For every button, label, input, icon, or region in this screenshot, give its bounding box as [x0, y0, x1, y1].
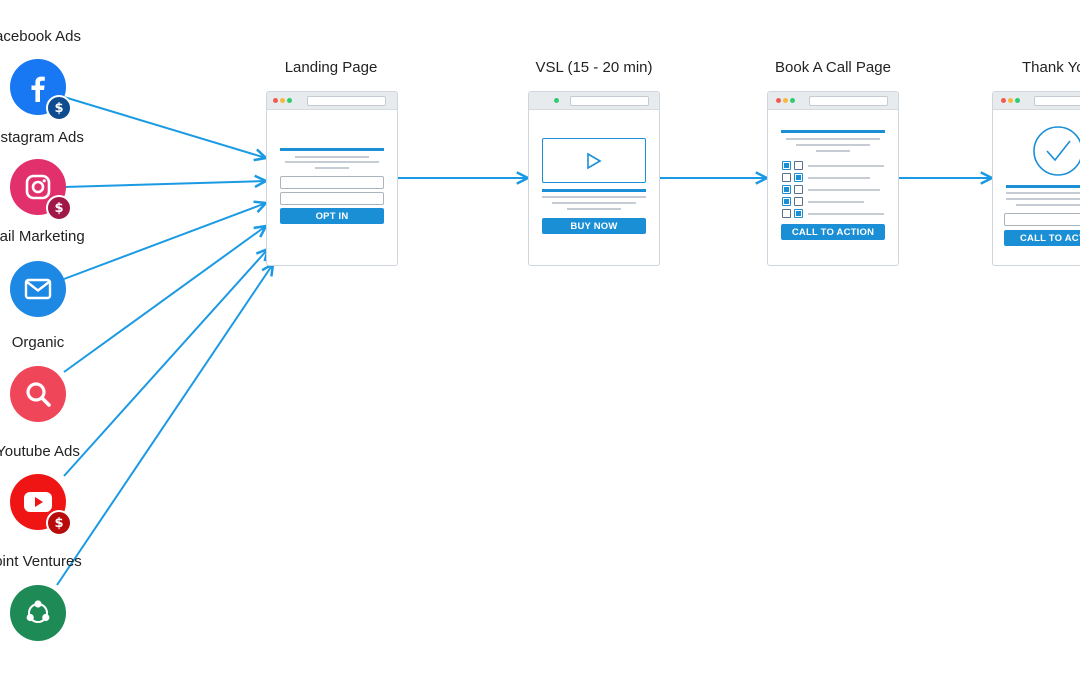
- thank-you-page-card: CALL TO ACTI: [992, 91, 1080, 266]
- headline-bar: [542, 189, 646, 192]
- paid-badge-icon: $: [46, 510, 72, 536]
- source-label-instagram: nstagram Ads: [0, 129, 84, 146]
- window-dot-icon: [776, 98, 781, 103]
- text-line: [808, 177, 870, 179]
- checkbox-icon: [794, 173, 803, 182]
- video-player: [542, 138, 646, 183]
- opt-in-button: OPT IN: [280, 208, 384, 224]
- checkbox-icon: [782, 161, 791, 170]
- optin-field: [280, 192, 384, 205]
- checkbox-icon: [794, 197, 803, 206]
- checkbox-icon: [794, 209, 803, 218]
- landing-page-card: OPT IN: [266, 91, 398, 266]
- call-to-action-button: CALL TO ACTION: [781, 224, 885, 240]
- search-icon: [10, 366, 66, 422]
- text-line: [295, 156, 369, 158]
- share-icon: [10, 585, 66, 641]
- window-dot-icon: [280, 98, 285, 103]
- text-line: [315, 167, 349, 169]
- url-bar: [809, 96, 888, 106]
- page-title-landing: Landing Page: [284, 59, 378, 76]
- text-line: [567, 208, 621, 210]
- headline-bar: [280, 148, 384, 151]
- browser-chrome: [768, 92, 898, 110]
- window-dot-icon: [287, 98, 292, 103]
- window-dot-icon: [273, 98, 278, 103]
- text-line: [786, 138, 880, 140]
- page-title-thank-you: Thank Yo: [1022, 59, 1080, 76]
- call-to-action-button: CALL TO ACTI: [1004, 230, 1080, 246]
- text-line: [1016, 204, 1080, 206]
- arrow-organic-to-landing: [63, 226, 266, 373]
- browser-chrome: [993, 92, 1080, 110]
- buy-now-button: BUY NOW: [542, 218, 646, 234]
- arrow-jv-to-landing: [56, 264, 273, 586]
- url-bar: [1034, 96, 1080, 106]
- text-line: [816, 150, 850, 152]
- facebook-icon: $: [10, 59, 72, 121]
- book-call-page-card: CALL TO ACTION: [767, 91, 899, 266]
- arrow-instagram-to-landing: [63, 181, 266, 187]
- text-line: [1006, 198, 1080, 200]
- play-icon: [587, 152, 602, 170]
- arrow-youtube-to-landing: [63, 249, 268, 477]
- check-circle-icon: [1033, 126, 1080, 176]
- optin-field: [280, 176, 384, 189]
- source-label-youtube: Youtube Ads: [0, 443, 80, 460]
- browser-chrome: [267, 92, 397, 110]
- text-line: [796, 144, 870, 146]
- checkbox-icon: [782, 197, 791, 206]
- mail-icon: [10, 261, 66, 317]
- text-line: [808, 165, 884, 167]
- browser-chrome: [529, 92, 659, 110]
- window-dot-icon: [1001, 98, 1006, 103]
- window-dot-icon: [783, 98, 788, 103]
- headline-bar: [781, 130, 885, 133]
- url-bar: [570, 96, 649, 106]
- page-title-vsl: VSL (15 - 20 min): [535, 59, 653, 76]
- text-line: [542, 196, 646, 198]
- checkbox-icon: [794, 161, 803, 170]
- source-label-organic: Organic: [11, 334, 65, 351]
- youtube-icon: $: [10, 474, 72, 536]
- vsl-page-card: BUY NOW: [528, 91, 660, 266]
- source-label-jv: oint Ventures: [0, 553, 82, 570]
- source-label-email: nail Marketing: [0, 228, 85, 245]
- url-bar: [307, 96, 386, 106]
- text-line: [808, 213, 884, 215]
- paid-badge-icon: $: [46, 195, 72, 221]
- headline-bar: [1006, 185, 1080, 188]
- window-dot-icon: [554, 98, 559, 103]
- paid-badge-icon: $: [46, 95, 72, 121]
- text-line: [1006, 192, 1080, 194]
- window-dot-icon: [790, 98, 795, 103]
- window-dot-icon: [1015, 98, 1020, 103]
- page-title-book-call: Book A Call Page: [775, 59, 891, 76]
- text-line: [808, 189, 880, 191]
- text-line: [808, 201, 864, 203]
- form-field: [1004, 213, 1080, 226]
- checkbox-icon: [794, 185, 803, 194]
- text-line: [552, 202, 636, 204]
- source-label-facebook: acebook Ads: [0, 28, 81, 45]
- arrow-facebook-to-landing: [63, 96, 266, 158]
- checkbox-icon: [782, 173, 791, 182]
- checkbox-icon: [782, 209, 791, 218]
- arrow-email-to-landing: [63, 203, 266, 280]
- checkbox-icon: [782, 185, 791, 194]
- text-line: [285, 161, 379, 163]
- instagram-icon: $: [10, 159, 72, 221]
- window-dot-icon: [1008, 98, 1013, 103]
